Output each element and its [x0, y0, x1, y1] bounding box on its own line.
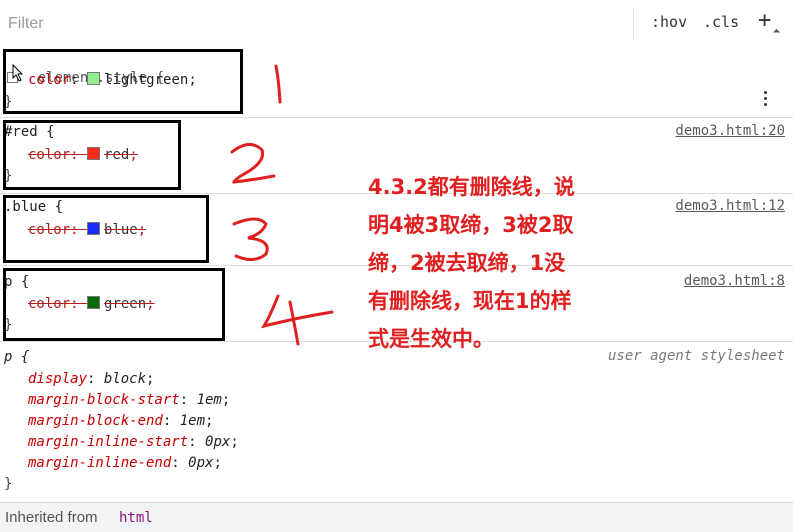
inherited-from-section: Inherited from html — [0, 502, 793, 532]
declaration-color-overridden[interactable]: color: green; — [28, 296, 155, 312]
filter-input[interactable] — [0, 10, 634, 38]
source-link[interactable]: demo3.html:12 — [675, 198, 785, 214]
user-agent-stylesheet-label: user agent stylesheet — [607, 348, 785, 364]
declaration-margin-inline-start: margin-inline-start: 0px; — [28, 434, 239, 450]
declaration-margin-inline-end: margin-inline-end: 0px; — [28, 455, 222, 471]
rule-close-brace: } — [4, 476, 13, 492]
rule-selector: p { — [4, 349, 30, 365]
rule-close-brace: } — [4, 94, 13, 110]
color-swatch[interactable] — [87, 222, 101, 235]
rule-user-agent-p: p { user agent stylesheet display: block… — [0, 342, 793, 500]
color-swatch[interactable] — [87, 72, 101, 85]
rule-red: #red { demo3.html:20 color: red; } — [0, 118, 793, 194]
source-link[interactable]: demo3.html:20 — [675, 123, 785, 139]
declaration-color[interactable]: color: lightgreen; — [28, 72, 197, 88]
new-style-rule-button[interactable]: + — [758, 8, 772, 33]
hov-toggle-button[interactable]: :hov — [651, 13, 688, 31]
annotation-box-4 — [3, 268, 225, 341]
declaration-color-overridden[interactable]: color: blue; — [28, 222, 147, 238]
corner-triangle-icon — [772, 28, 781, 37]
color-swatch[interactable] — [87, 147, 101, 160]
declaration-display: display: block; — [28, 371, 155, 387]
rule-blue: .blue { demo3.html:12 color: blue; — [0, 194, 793, 266]
annotation-note: 4.3.2都有删除线，说 明4被3取缔，3被2取 缔，2被去取缔，1没 有删除线… — [368, 175, 575, 351]
mouse-cursor-icon — [12, 64, 24, 82]
annotation-box-3 — [3, 195, 209, 263]
annotation-box-2 — [3, 120, 181, 190]
cls-toggle-button[interactable]: .cls — [703, 13, 740, 31]
rule-selector[interactable]: p { — [4, 274, 30, 290]
color-swatch[interactable] — [87, 296, 101, 309]
rule-p: p { demo3.html:8 color: green; } — [0, 266, 793, 342]
rule-selector[interactable]: #red { — [4, 124, 55, 140]
styles-toolbar: :hov .cls + — [0, 0, 793, 47]
source-link[interactable]: demo3.html:8 — [683, 273, 785, 289]
more-options-icon[interactable] — [762, 90, 770, 108]
declaration-color-overridden[interactable]: color: red; — [28, 147, 138, 163]
rule-close-brace: } — [4, 317, 13, 333]
declaration-margin-block-start: margin-block-start: 1em; — [28, 392, 231, 408]
rule-selector[interactable]: .blue { — [4, 199, 64, 215]
annotation-box-1 — [3, 49, 243, 114]
inherited-from-label: Inherited from — [5, 509, 98, 526]
declaration-margin-block-end: margin-block-end: 1em; — [28, 413, 214, 429]
rule-element-style: element.style { color: lightgreen; } — [0, 46, 793, 118]
rule-close-brace: } — [4, 168, 13, 184]
inherited-from-tag[interactable]: html — [119, 510, 153, 526]
